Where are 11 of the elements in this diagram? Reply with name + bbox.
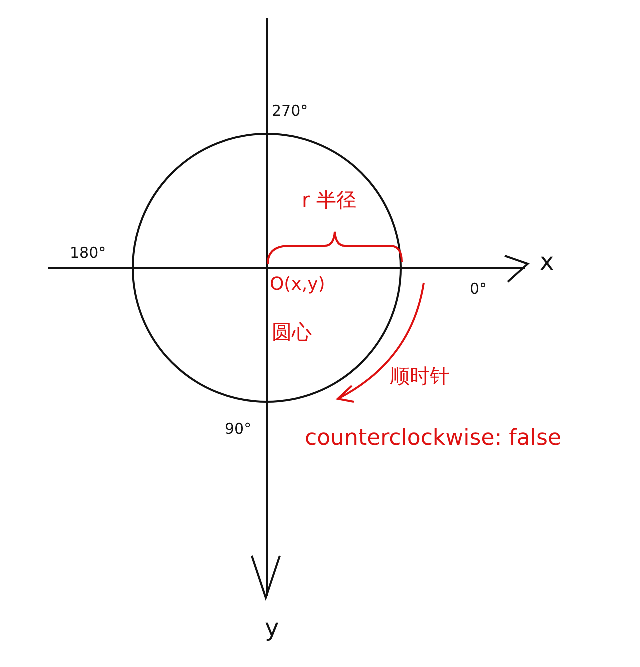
radius-label: r 半径 [302, 190, 357, 210]
angle-label: 270° [272, 104, 308, 119]
center-label: 圆心 [272, 322, 312, 342]
angle-label: 180° [70, 246, 106, 261]
angle-label: 0° [470, 282, 488, 297]
angle-label: 90° [225, 422, 252, 437]
axis-label: y [265, 616, 280, 640]
note-text: counterclockwise: false [305, 428, 562, 450]
direction-label: 顺时针 [390, 366, 450, 386]
axis-label: x [540, 250, 554, 274]
center-label: O(x,y) [270, 276, 326, 294]
